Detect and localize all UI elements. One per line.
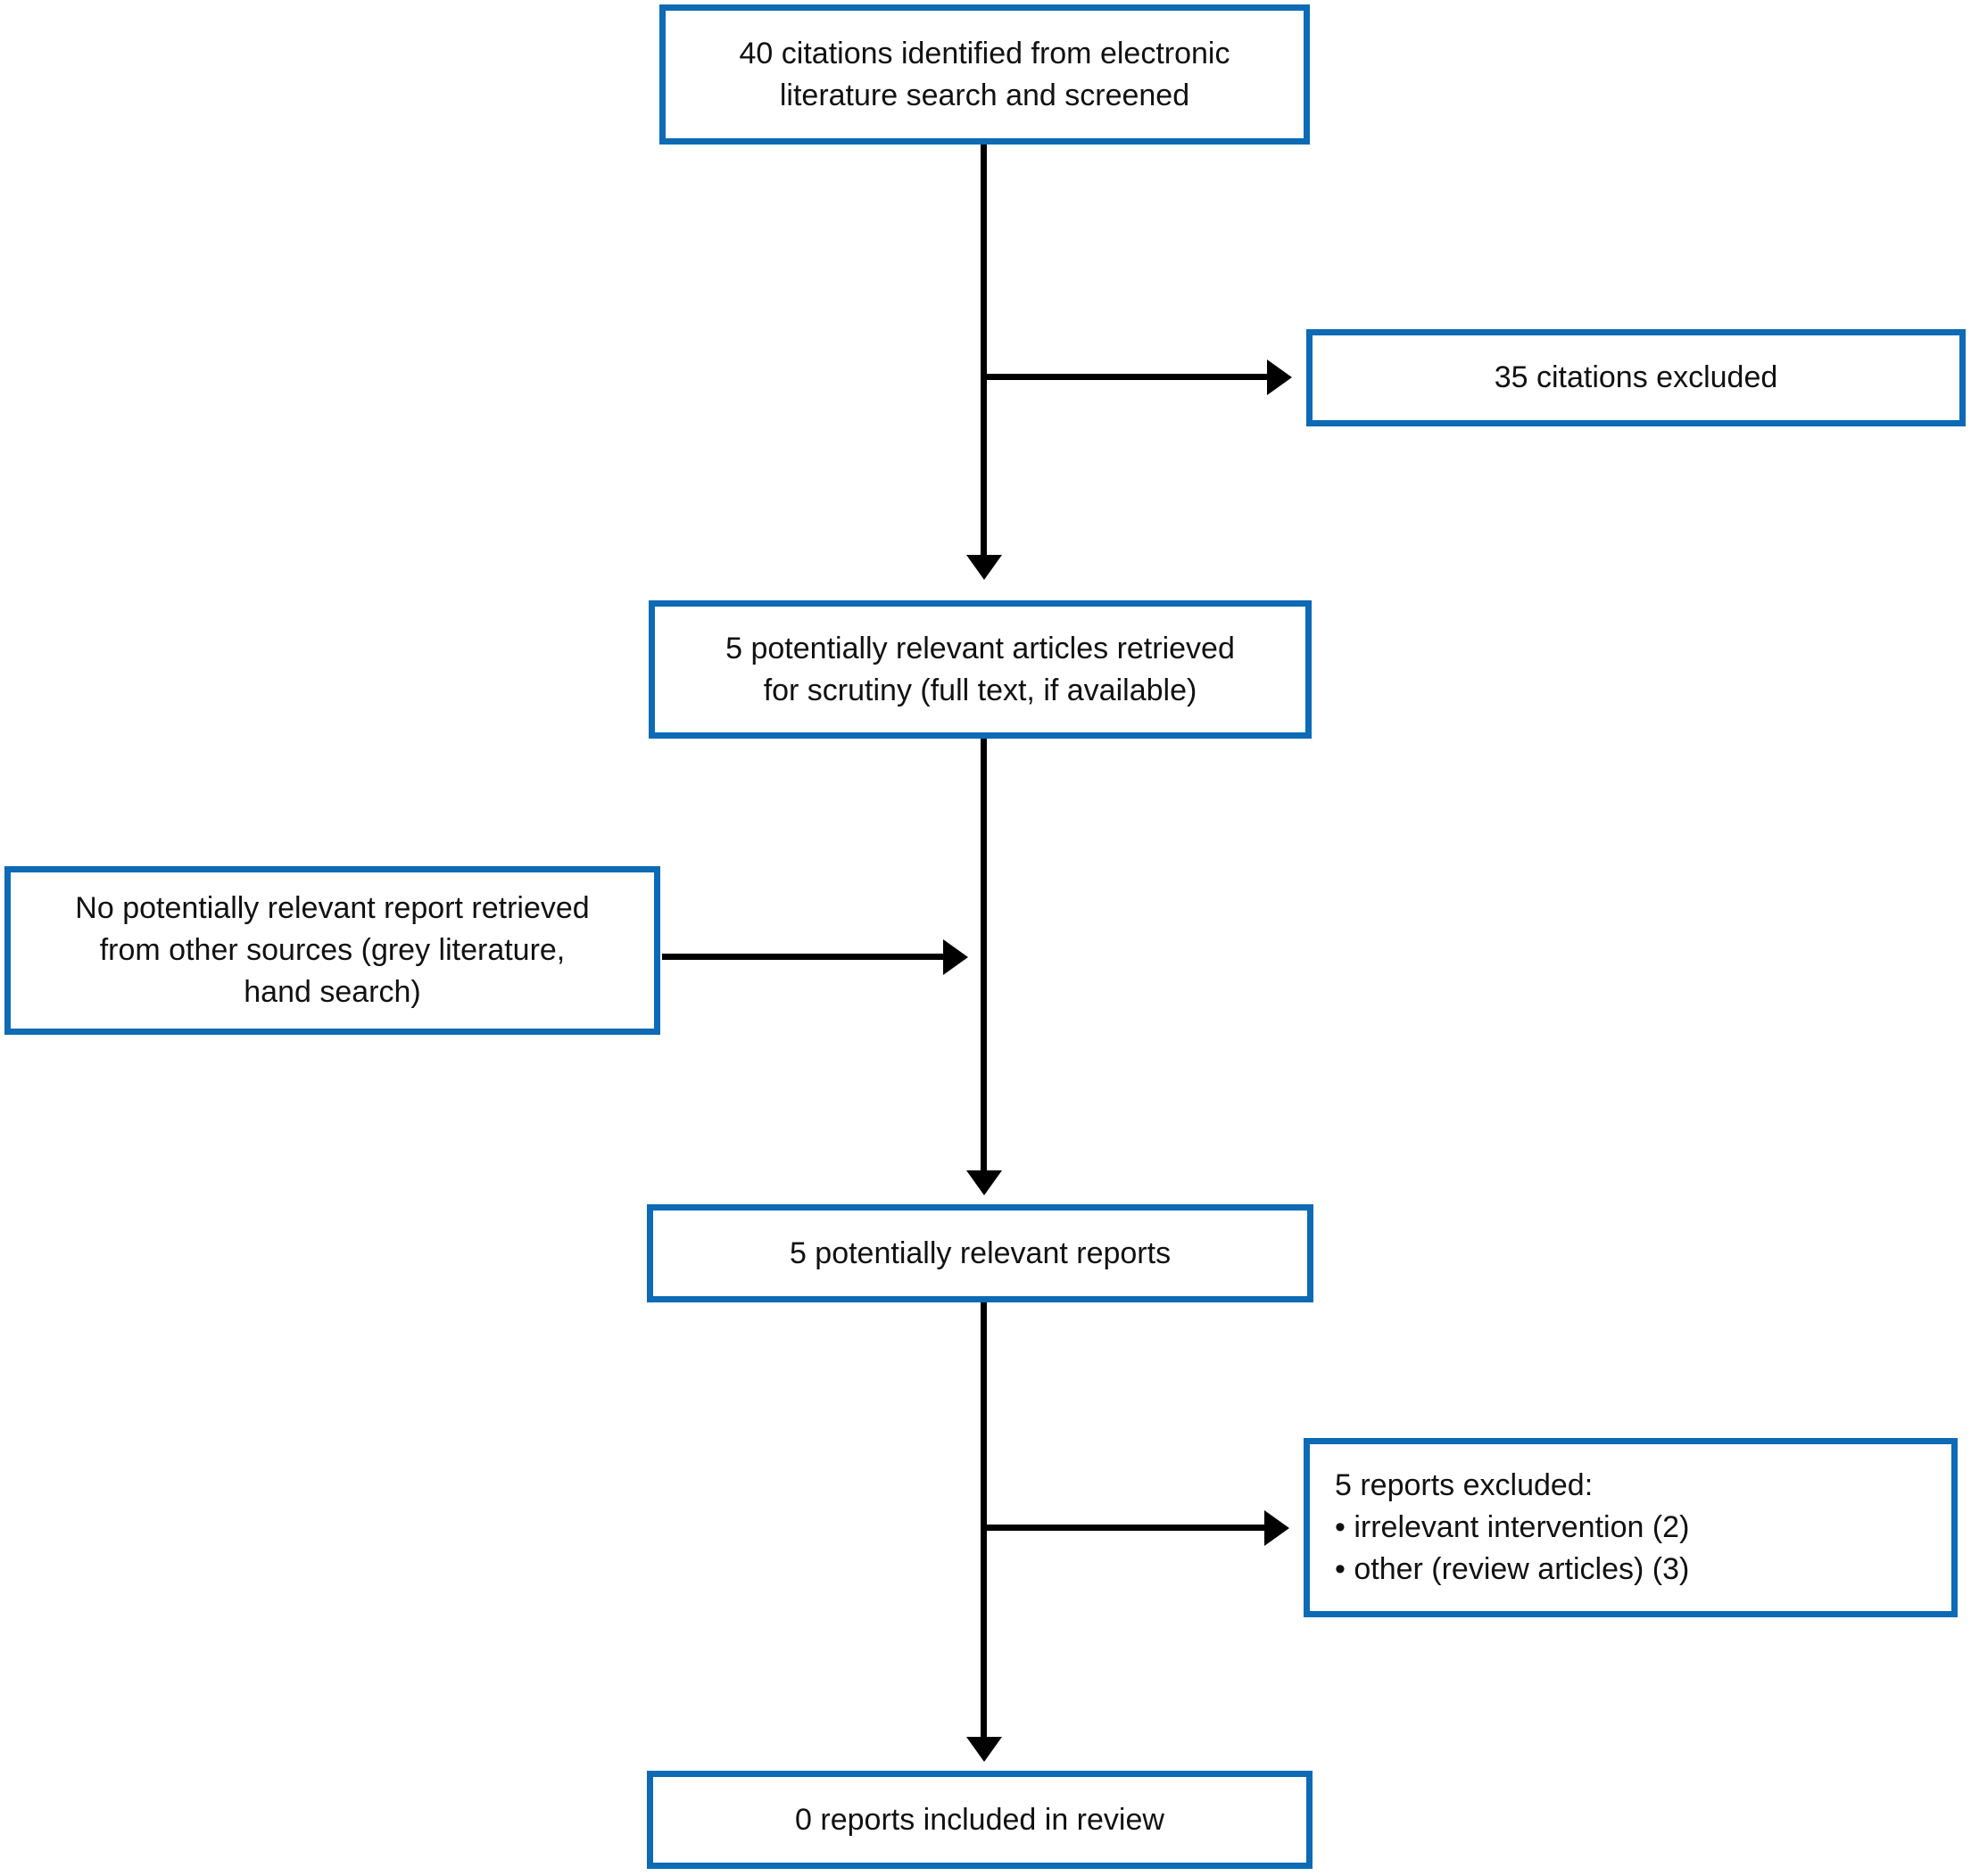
- arrow-line: [981, 145, 987, 555]
- node-text-line: 5 potentially relevant articles retrieve…: [725, 631, 1235, 665]
- node-text-line: hand search): [244, 974, 421, 1009]
- node-text-line: No potentially relevant report retrieved: [75, 891, 590, 926]
- node-text-line: 5 reports excluded:: [1335, 1468, 1594, 1503]
- node-text-line: for scrutiny (full text, if available): [763, 673, 1197, 707]
- arrow-line: [662, 954, 943, 960]
- arrowhead-down-icon: [966, 1737, 1002, 1762]
- arrow-line: [981, 1302, 987, 1737]
- node-relevant-reports: 5 potentially relevant reports: [647, 1204, 1313, 1302]
- node-text-line: 0 reports included in review: [795, 1802, 1164, 1837]
- node-text-line: literature search and screened: [779, 78, 1190, 112]
- node-other-sources: No potentially relevant report retrieved…: [4, 866, 660, 1035]
- arrowhead-down-icon: [966, 555, 1002, 580]
- node-citations-excluded: 35 citations excluded: [1306, 329, 1966, 426]
- node-reports-included: 0 reports included in review: [647, 1771, 1313, 1869]
- node-articles-retrieved: 5 potentially relevant articles retrieve…: [649, 600, 1312, 739]
- arrowhead-down-icon: [966, 1170, 1002, 1195]
- node-text-line: 5 potentially relevant reports: [789, 1236, 1172, 1270]
- bullet-item: • irrelevant intervention (2): [1335, 1510, 1690, 1545]
- node-citations-identified: 40 citations identified from electronic …: [659, 4, 1310, 145]
- bullet-item: • other (review articles) (3): [1335, 1551, 1690, 1586]
- arrowhead-right-icon: [1267, 359, 1292, 395]
- arrowhead-right-icon: [943, 939, 968, 975]
- node-reports-excluded: 5 reports excluded: • irrelevant interve…: [1304, 1438, 1958, 1617]
- arrow-line: [981, 739, 987, 1170]
- arrow-line: [984, 374, 1267, 380]
- node-text-line: from other sources (grey literature,: [99, 933, 566, 968]
- node-text-line: 40 citations identified from electronic: [739, 36, 1230, 70]
- arrow-line: [984, 1525, 1264, 1531]
- node-text-line: 35 citations excluded: [1494, 360, 1778, 395]
- arrowhead-right-icon: [1264, 1510, 1289, 1546]
